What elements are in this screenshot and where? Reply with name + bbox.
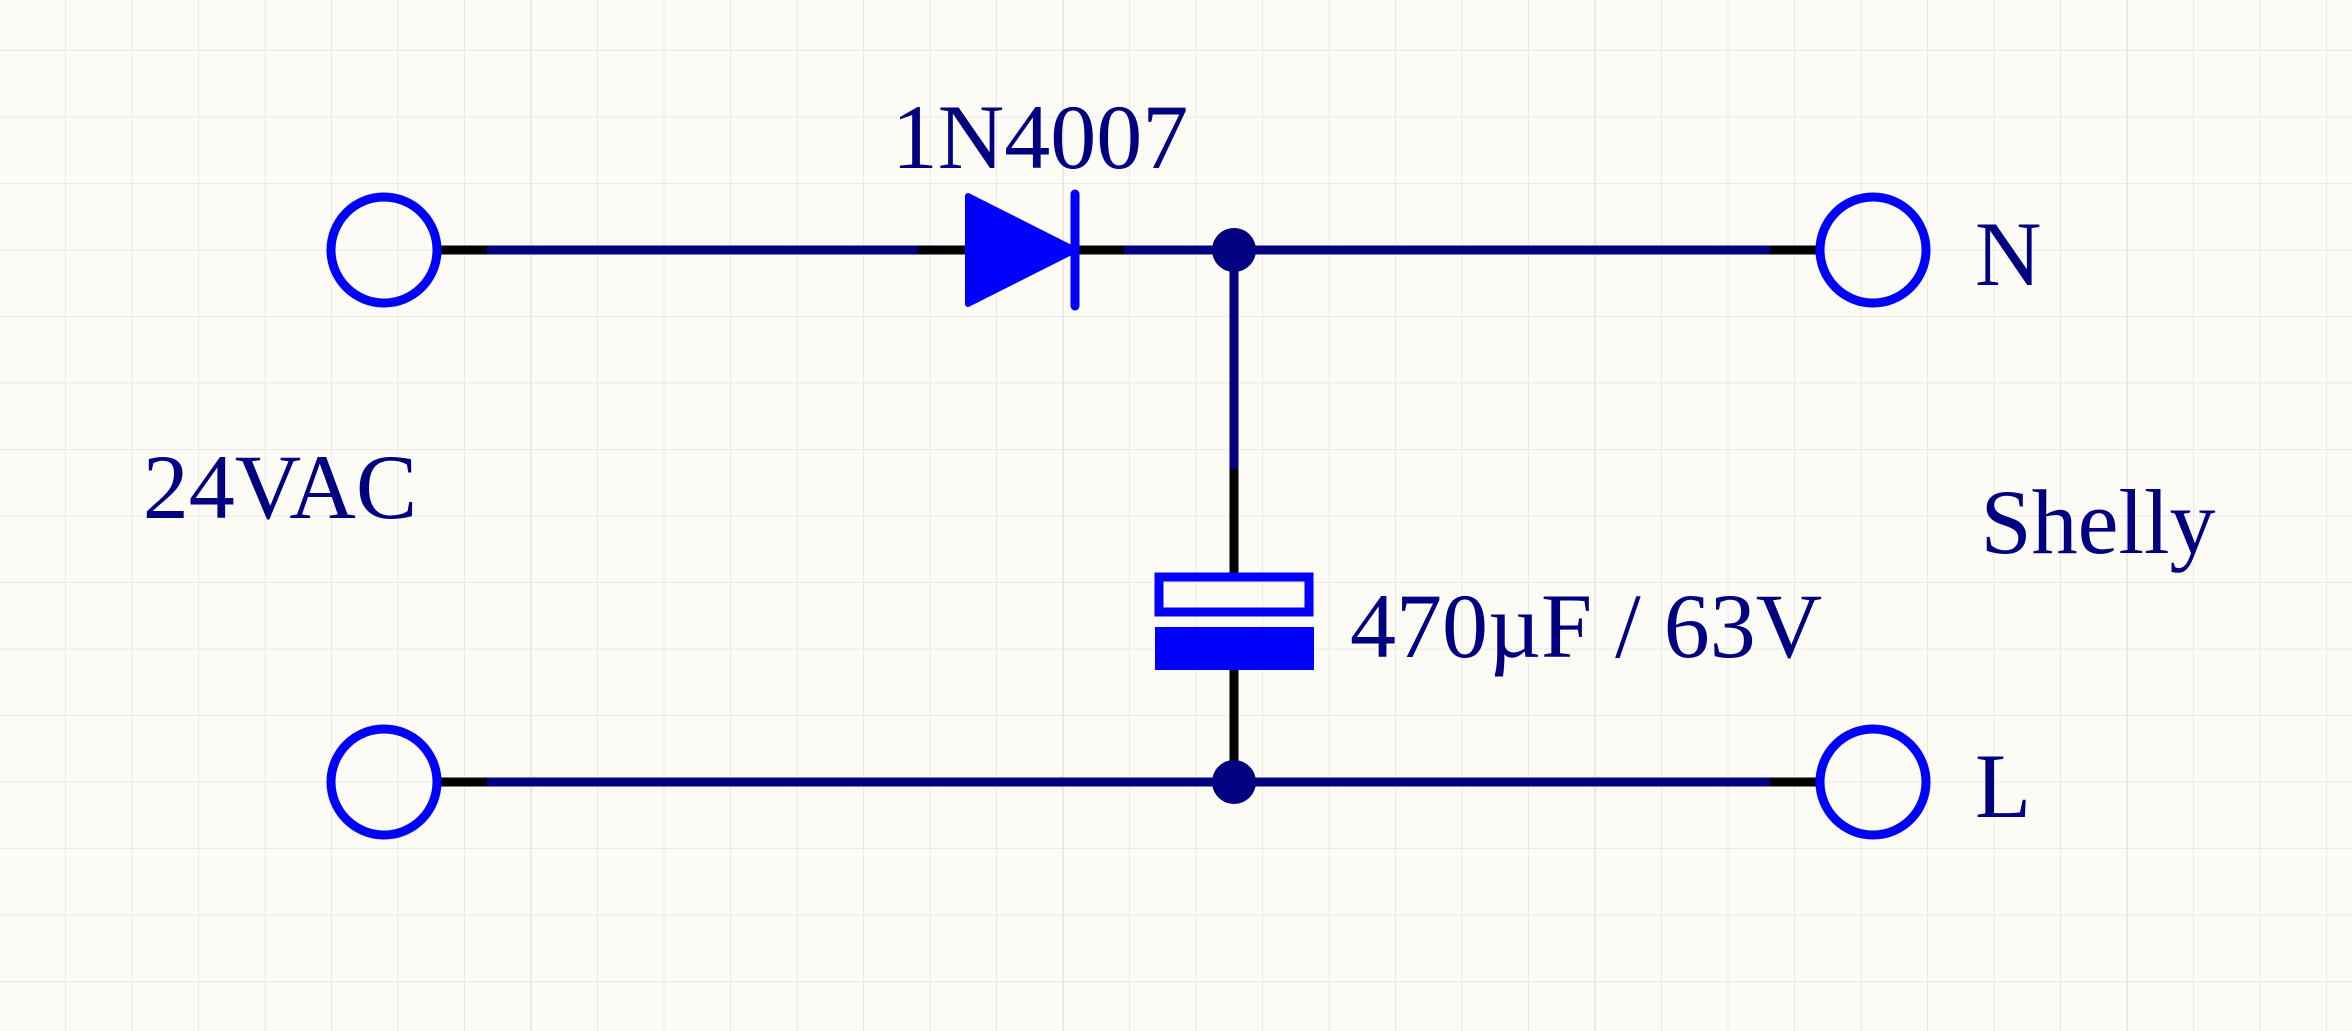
terminal-l[interactable] bbox=[1815, 724, 1931, 840]
diode-triangle bbox=[965, 193, 1078, 307]
terminal-n-label: N bbox=[1975, 203, 2041, 305]
device-label: Shelly bbox=[1980, 471, 2215, 573]
capacitor-negative-plate bbox=[1155, 627, 1314, 670]
junction-dot-bottom bbox=[1212, 760, 1256, 804]
terminals bbox=[326, 192, 1931, 840]
terminal-l-label: L bbox=[1975, 735, 2031, 837]
terminal-input-top[interactable] bbox=[326, 192, 442, 308]
terminal-input-bottom[interactable] bbox=[326, 724, 442, 840]
source-label: 24VAC bbox=[143, 436, 417, 538]
capacitor-positive-plate bbox=[1154, 572, 1314, 617]
wires bbox=[487, 245, 1770, 787]
terminal-n[interactable] bbox=[1815, 192, 1931, 308]
capacitor-label: 470µF / 63V bbox=[1350, 575, 1822, 677]
diode-symbol[interactable] bbox=[965, 189, 1080, 311]
pin-stubs bbox=[437, 245, 1820, 787]
capacitor-symbol[interactable] bbox=[1154, 572, 1314, 670]
junction-dot-top bbox=[1212, 228, 1256, 272]
diode-label: 1N4007 bbox=[892, 86, 1188, 188]
